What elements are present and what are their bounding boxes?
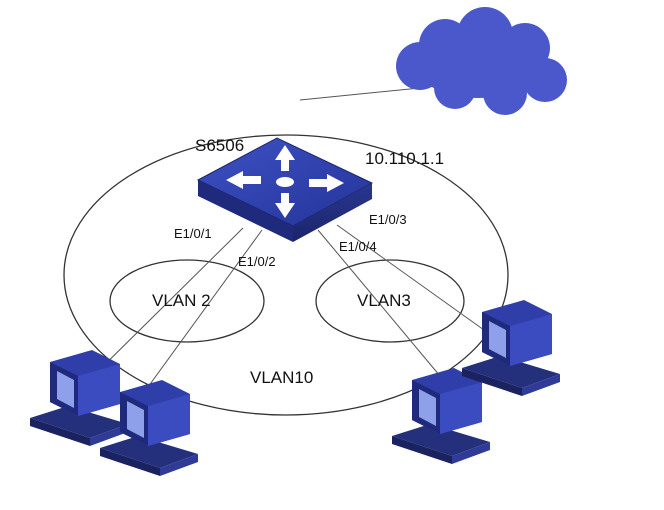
switch-ip-label: 10.110.1.1 bbox=[365, 149, 445, 168]
port-e1-0-1-label: E1/0/1 bbox=[174, 226, 212, 241]
uplink-line bbox=[299, 87, 421, 101]
port-e1-0-3-label: E1/0/3 bbox=[369, 212, 407, 227]
computer-icon bbox=[100, 380, 198, 476]
computer-icon bbox=[462, 300, 560, 396]
computer-icon bbox=[30, 350, 128, 446]
link-e1-0-4 bbox=[317, 229, 441, 377]
vlan10-label: VLAN10 bbox=[250, 368, 314, 387]
switch-name-label: S6506 bbox=[195, 136, 245, 155]
port-e1-0-2-label: E1/0/2 bbox=[238, 254, 276, 269]
vlan10-boundary bbox=[63, 134, 509, 416]
vlan3-boundary bbox=[315, 259, 465, 343]
vlan3-label: VLAN3 bbox=[357, 291, 411, 310]
computer-icon bbox=[392, 368, 490, 464]
vlan2-boundary bbox=[109, 259, 265, 343]
link-e1-0-2 bbox=[139, 229, 263, 399]
switch-icon bbox=[196, 137, 374, 242]
link-e1-0-3 bbox=[336, 224, 499, 341]
port-e1-0-4-label: E1/0/4 bbox=[339, 239, 377, 254]
vlan2-label: VLAN 2 bbox=[152, 291, 211, 310]
cloud-icon bbox=[396, 7, 567, 115]
